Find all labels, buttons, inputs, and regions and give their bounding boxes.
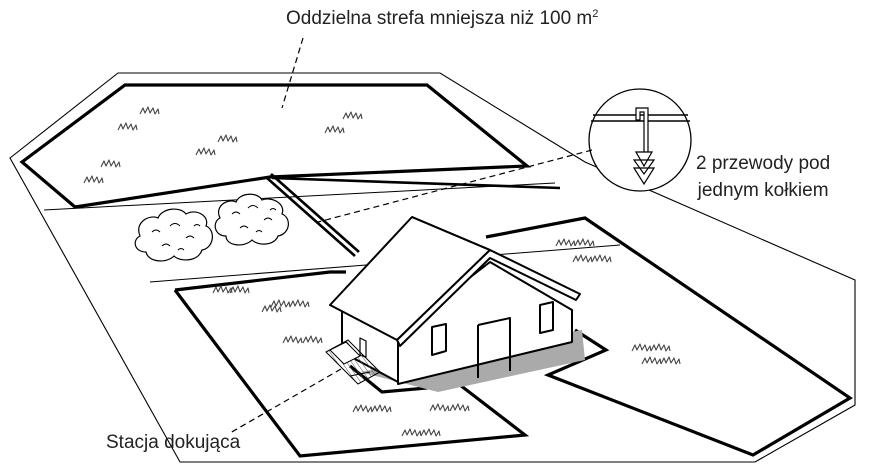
docking-station [325, 339, 381, 385]
bush-right [214, 193, 289, 246]
house-window-left [431, 323, 447, 356]
peg-icon [635, 107, 649, 161]
two-wires-label-line-1: 2 przewody pod [696, 153, 831, 174]
separate-zone-boundary [19, 83, 532, 209]
bush-left [134, 208, 213, 262]
separate-zone-superscript: 2 [592, 8, 599, 20]
wire-passage-line-1 [266, 177, 356, 257]
leader-separate-zone [281, 37, 304, 109]
separate-zone-label: Oddzielna strefa mniejsza niż 100 m2 [286, 8, 598, 32]
house [329, 216, 585, 392]
leader-two-wires [317, 149, 593, 223]
main-lawn-boundary-left [173, 270, 530, 458]
wire-passage-line-2 [270, 173, 360, 253]
docking-station-label: Stacja dokująca [106, 432, 241, 453]
separate-zone-text: Oddzielna strefa mniejsza niż 100 m [286, 8, 593, 29]
leader-docking-station [229, 368, 342, 434]
two-wires-label: 2 przewody pod jednym kołkiem [696, 150, 830, 204]
peg-detail-circle [588, 88, 692, 192]
wire-passage-line-3 [271, 176, 561, 190]
main-lawn-boundary-right [485, 216, 853, 457]
house-window-right [539, 301, 554, 334]
parcel-divider-1 [43, 182, 556, 211]
two-wires-label-line-2: jednym kołkiem [697, 180, 829, 201]
house-door [477, 317, 511, 378]
